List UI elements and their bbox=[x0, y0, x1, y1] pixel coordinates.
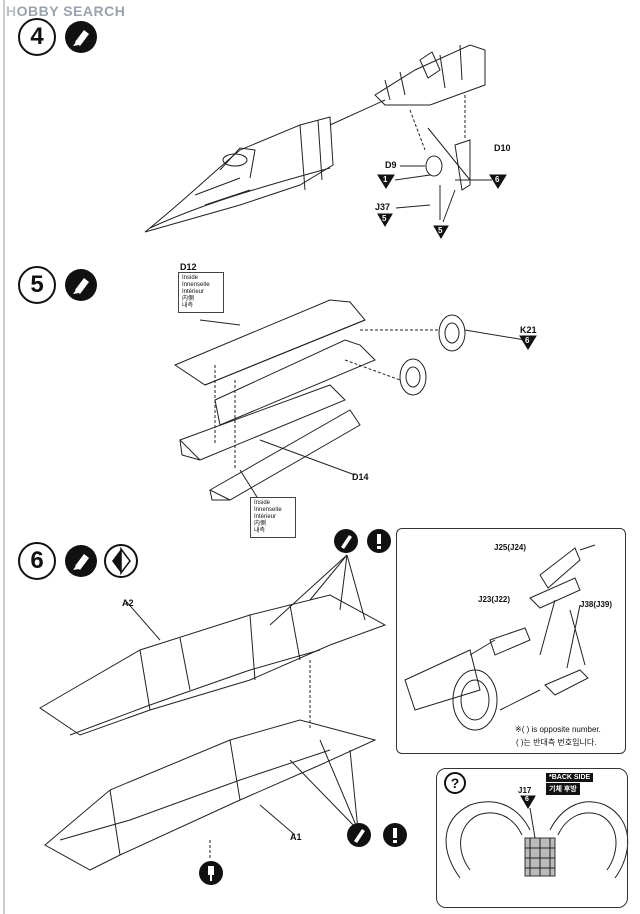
back-side-inset-box bbox=[436, 768, 628, 908]
tag-k21: 6 bbox=[525, 336, 530, 345]
step6-leader-lines bbox=[269, 554, 366, 831]
tag-1: 1 bbox=[383, 175, 388, 184]
inside-label-fr: Intérieur bbox=[182, 289, 205, 295]
caution-icon bbox=[366, 528, 392, 559]
tag-5b: 5 bbox=[438, 226, 443, 235]
glue-icon bbox=[64, 20, 98, 59]
tag-d14: 5 bbox=[272, 519, 276, 526]
part-label-a2: A2 bbox=[122, 598, 134, 608]
back-side-title: *BACK SIDE bbox=[546, 773, 594, 782]
step-4-number: 4 bbox=[18, 18, 56, 56]
part-label-j37: J37 bbox=[375, 202, 391, 212]
watermark: HOBBY SEARCH bbox=[6, 3, 125, 19]
watermark-logo: H bbox=[6, 3, 17, 19]
part-label-d10: D10 bbox=[494, 143, 511, 153]
part-label-k21: K21 bbox=[520, 325, 537, 335]
inside-label-de: Innenseite bbox=[182, 282, 210, 288]
watermark-text: OBBY SEARCH bbox=[16, 3, 126, 19]
cockpit-tub-drawing bbox=[329, 44, 486, 151]
back-part-j17: J17 bbox=[518, 786, 532, 795]
inside-label-de: Innenseite bbox=[254, 507, 282, 513]
back-side-title-kr: 기체 후방 bbox=[546, 783, 580, 795]
inside-label-kr: 내측 bbox=[254, 528, 266, 534]
symmetric-parts-icon bbox=[104, 544, 138, 583]
step-6-number: 6 bbox=[18, 542, 56, 580]
inside-note-d14: Inside Innenseite Intérieur 内側 내측 bbox=[250, 497, 296, 538]
back-tag-6: 6 bbox=[525, 796, 529, 803]
exhaust-inset-drawing bbox=[404, 544, 596, 731]
inside-label-en: Inside bbox=[182, 275, 199, 281]
inside-label-jp: 内側 bbox=[182, 296, 195, 302]
tag-5a: 5 bbox=[382, 214, 387, 223]
fuselage-upper-a2-drawing bbox=[39, 594, 387, 736]
inset-note-en: ※( ) is opposite number. bbox=[515, 725, 601, 734]
triangle-tags bbox=[197, 174, 537, 809]
drill-icon bbox=[198, 860, 224, 891]
paint-brush-icon bbox=[333, 528, 359, 559]
glue-icon bbox=[64, 544, 98, 583]
tag-6: 6 bbox=[495, 175, 500, 184]
fuselage-lower-a1-drawing bbox=[44, 719, 377, 871]
inside-label-kr: 내측 bbox=[182, 303, 194, 309]
question-icon: ? bbox=[444, 772, 466, 799]
intake-trunks-drawing bbox=[173, 299, 376, 506]
part-label-a1: A1 bbox=[290, 832, 302, 842]
inside-label-jp: 内側 bbox=[254, 521, 267, 527]
inset-part-j25: J25(J24) bbox=[494, 543, 527, 552]
inset-part-j23: J23(J22) bbox=[478, 595, 511, 604]
glue-icon bbox=[64, 268, 98, 307]
inside-label-fr: Intérieur bbox=[254, 514, 277, 520]
inset-note-kr: ( )는 반대측 번호입니다. bbox=[516, 738, 597, 747]
part-label-d12: D12 bbox=[180, 262, 197, 272]
caution-icon bbox=[382, 822, 408, 853]
tag-d12: 5 bbox=[202, 294, 206, 301]
nose-gear-drawing bbox=[394, 127, 492, 223]
part-label-d14: D14 bbox=[352, 472, 369, 482]
svg-text:?: ? bbox=[451, 775, 460, 791]
exhaust-inset-box bbox=[396, 528, 626, 754]
paint-brush-icon bbox=[346, 822, 372, 853]
inset-part-j38: J38(J39) bbox=[580, 600, 613, 609]
main-wheels-drawing bbox=[344, 314, 526, 396]
nose-section-drawing bbox=[144, 116, 334, 233]
back-side-inset-drawing bbox=[445, 801, 629, 879]
step-5-number: 5 bbox=[18, 266, 56, 304]
inside-note-d12: Inside Innenseite Intérieur 内側 내측 bbox=[178, 272, 224, 313]
inside-label-en: Inside bbox=[254, 500, 271, 506]
part-label-d9: D9 bbox=[385, 160, 397, 170]
